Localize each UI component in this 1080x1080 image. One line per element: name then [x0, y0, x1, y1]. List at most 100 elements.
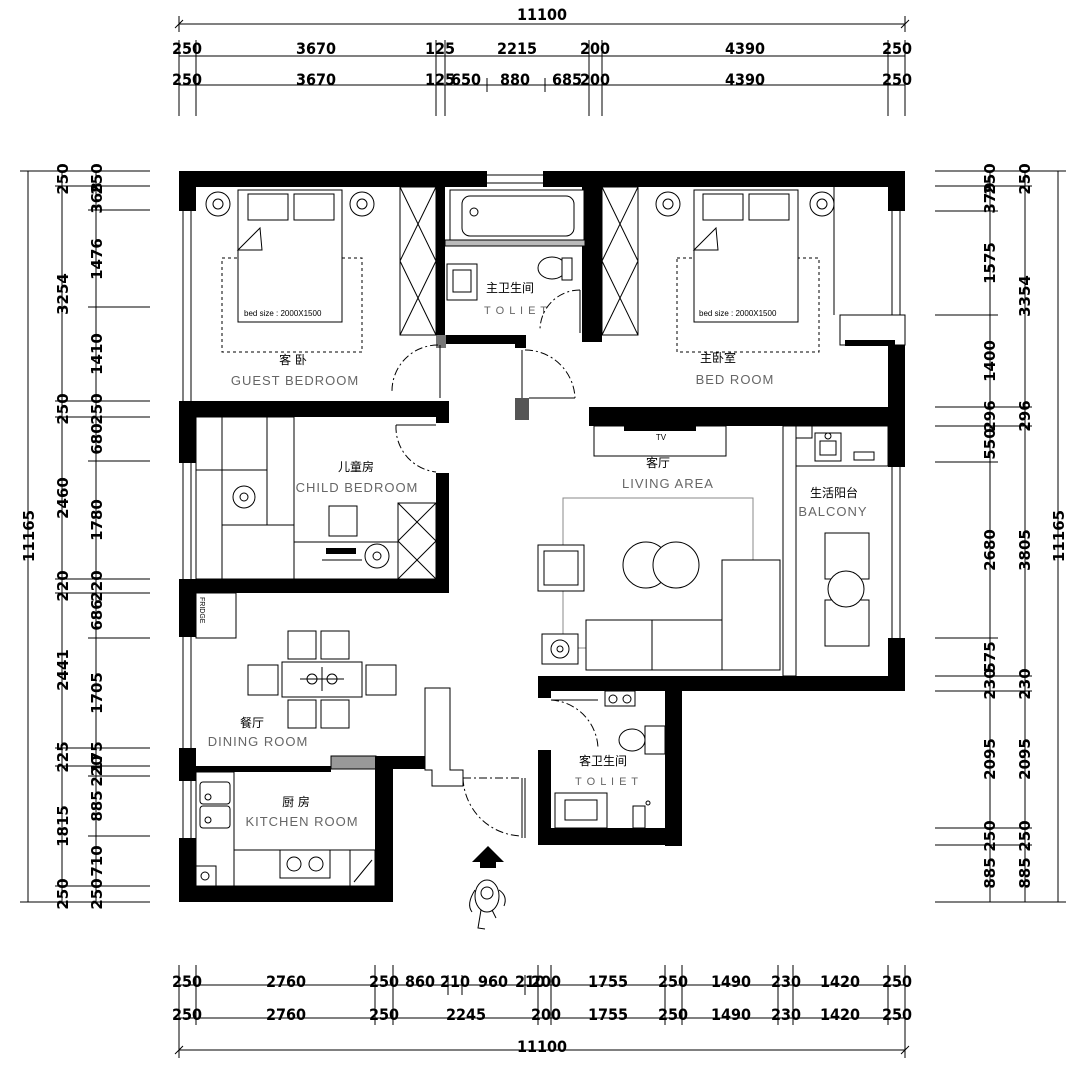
right-dim2-4: 1400	[981, 340, 999, 382]
balcony-en: BALCONY	[798, 504, 867, 519]
right-dim-1: 250	[1016, 163, 1034, 194]
right-dim-4: 3805	[1016, 529, 1034, 571]
bottom-dim2-4: 2245	[446, 1005, 486, 1024]
bottom-dim-8: 200	[531, 972, 561, 991]
walls	[179, 171, 906, 902]
top-dim-5: 200	[580, 39, 610, 58]
bottom-dim-6: 960	[478, 972, 508, 991]
bottom-dim2-1: 250	[172, 1005, 202, 1024]
master-toilet-en: T O L I E T	[484, 305, 548, 317]
left-dim-9: 250	[54, 878, 72, 909]
child-bedroom: 儿童房 CHILD BEDROOM	[195, 416, 437, 580]
bottom-dim-4: 860	[405, 972, 435, 991]
tv-label: TV	[656, 433, 667, 442]
top-dim-6: 4390	[725, 39, 765, 58]
left-dim2-9: 686	[88, 599, 106, 630]
top-dim-1: 250	[172, 39, 202, 58]
left-dim2-6: 680	[88, 423, 106, 454]
top-dim2-1: 250	[172, 70, 202, 89]
left-dim2-12: 220	[88, 755, 106, 786]
left-dim2-2: 368	[88, 182, 106, 213]
left-dim-2: 3254	[54, 273, 72, 315]
bottom-dim-7: 210	[515, 972, 545, 991]
right-dim-3: 296	[1016, 400, 1034, 431]
left-dim2-3: 1476	[88, 238, 106, 280]
left-dim2-4: 1410	[88, 333, 106, 375]
master-bedroom: bed size : 2000X1500 主卧室 BED ROOM	[521, 186, 835, 399]
kitchen-en: KITCHEN ROOM	[245, 814, 358, 829]
bottom-dimensions: 250 2760 250 860 210 960 210 200 1755 25…	[172, 965, 912, 1058]
dining-cn: 餐厅	[240, 715, 264, 730]
dining-en: DINING ROOM	[208, 734, 309, 749]
left-dim2-14: 710	[88, 845, 106, 876]
master-bed-size: bed size : 2000X1500	[699, 309, 777, 318]
bottom-dim-1: 250	[172, 972, 202, 991]
left-dim-3: 250	[54, 393, 72, 424]
top-dim2-6: 685	[552, 70, 582, 89]
top-dim2-2: 3670	[296, 70, 336, 89]
right-total-dim: 11165	[1050, 510, 1068, 562]
right-dim-5: 230	[1016, 668, 1034, 699]
right-dim2-9: 230	[981, 668, 999, 699]
person-icon	[469, 879, 506, 930]
bottom-dim-5: 210	[440, 972, 470, 991]
top-dim-4: 2215	[497, 39, 537, 58]
bottom-dim2-3: 250	[369, 1005, 399, 1024]
guest-toilet-en: T O L I E T	[575, 776, 639, 788]
living-area: TV 客厅 LIVING AREA	[537, 425, 784, 676]
left-dim-7: 225	[54, 741, 72, 772]
left-dim2-8: 220	[88, 570, 106, 601]
right-dim2-12: 885	[981, 857, 999, 888]
left-dim-8: 1815	[54, 805, 72, 847]
top-dim2-3: 125	[425, 70, 455, 89]
right-dim2-10: 2095	[981, 738, 999, 780]
bottom-dim-2: 2760	[266, 972, 306, 991]
left-dim-6: 2441	[54, 649, 72, 691]
left-dim2-15: 250	[88, 878, 106, 909]
bottom-dim2-6: 1755	[588, 1005, 628, 1024]
top-dim2-8: 4390	[725, 70, 765, 89]
balcony: 生活阳台 BALCONY	[782, 425, 889, 677]
bottom-dim-10: 250	[658, 972, 688, 991]
top-dim-2: 3670	[296, 39, 336, 58]
bottom-dim2-11: 250	[882, 1005, 912, 1024]
top-dimensions: 11100 250 3670 125 2215 200 4390 250 250…	[172, 5, 912, 116]
guest-bedroom-en: GUEST BEDROOM	[231, 373, 359, 388]
living-en: LIVING AREA	[622, 476, 714, 491]
right-dim2-3: 1575	[981, 242, 999, 284]
top-dim2-5: 880	[500, 70, 530, 89]
bed-room-cn: 主卧室	[700, 350, 736, 365]
right-dim2-2: 379	[981, 182, 999, 213]
master-toilet-cn: 主卫生间	[486, 281, 534, 295]
kitchen-room: 厨 房 KITCHEN ROOM	[195, 771, 376, 887]
right-dim-7: 250	[1016, 820, 1034, 851]
left-dim-4: 2460	[54, 477, 72, 519]
right-dim2-11: 250	[981, 820, 999, 851]
dining-room: FRIDGE 餐厅 DINING ROOM	[195, 592, 526, 838]
left-dim2-5: 250	[88, 393, 106, 424]
top-dim2-4: 650	[451, 70, 481, 89]
top-dim2-7: 200	[580, 70, 610, 89]
bottom-dim-11: 1490	[711, 972, 751, 991]
top-dim2-9: 250	[882, 70, 912, 89]
bottom-dim2-9: 230	[771, 1005, 801, 1024]
left-total-dim: 11165	[20, 510, 38, 562]
bottom-dim-13: 1420	[820, 972, 860, 991]
top-dim-3: 125	[425, 39, 455, 58]
right-dim2-6: 550	[981, 428, 999, 459]
fridge-label: FRIDGE	[198, 597, 205, 624]
master-toilet: 主卫生间 T O L I E T	[444, 189, 586, 333]
left-dim-5: 220	[54, 570, 72, 601]
bottom-dim-12: 230	[771, 972, 801, 991]
left-dim2-1: 250	[88, 163, 106, 194]
guest-bedroom: bed size : 2000X1500 客 卧 GUEST BEDROOM	[205, 186, 441, 398]
bottom-dim-3: 250	[369, 972, 399, 991]
kitchen-cn: 厨 房	[282, 794, 310, 809]
bottom-dim2-8: 1490	[711, 1005, 751, 1024]
right-dim2-5: 296	[981, 400, 999, 431]
bottom-dim2-2: 2760	[266, 1005, 306, 1024]
child-bedroom-cn: 儿童房	[338, 459, 374, 474]
top-dim-7: 250	[882, 39, 912, 58]
right-dim-8: 885	[1016, 857, 1034, 888]
